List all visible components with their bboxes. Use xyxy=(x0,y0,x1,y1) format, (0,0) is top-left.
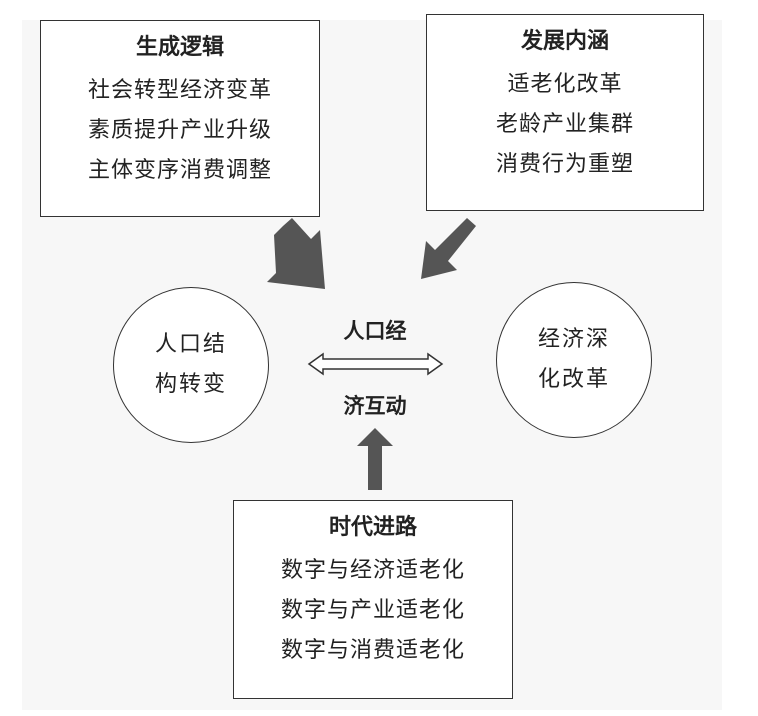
population-circle: 人口结 构转变 xyxy=(113,287,269,443)
economy-circle-text: 经济深 化改革 xyxy=(538,320,610,400)
development-line-2: 老龄产业集群 xyxy=(495,112,634,137)
origin-line-3: 主体变序消费调整 xyxy=(87,158,272,183)
era-line-2: 数字与产业适老化 xyxy=(280,598,465,623)
economy-line-1: 经济深 xyxy=(537,327,610,352)
center-label-bottom: 济互动 xyxy=(343,394,407,418)
era-line-3: 数字与消费适老化 xyxy=(280,638,465,663)
development-line-3: 消费行为重塑 xyxy=(495,152,634,177)
center-label-top: 人口经 xyxy=(343,319,407,343)
population-line-2: 构转变 xyxy=(154,372,227,397)
arrow-from-origin xyxy=(267,218,325,289)
era-title: 时代进路 xyxy=(328,515,417,540)
population-circle-text: 人口结 构转变 xyxy=(155,325,227,405)
arrow-from-era xyxy=(357,428,393,490)
population-line-1: 人口结 xyxy=(154,332,227,357)
era-line-1: 数字与经济适老化 xyxy=(280,558,465,583)
arrow-from-development xyxy=(421,218,476,279)
double-arrow xyxy=(307,352,444,376)
origin-box: 生成逻辑 社会转型经济变革 素质提升产业升级 主体变序消费调整 xyxy=(40,20,320,217)
development-title: 发展内涵 xyxy=(520,29,609,54)
origin-line-2: 素质提升产业升级 xyxy=(87,118,272,143)
development-line-1: 适老化改革 xyxy=(507,72,623,97)
development-box: 发展内涵 适老化改革 老龄产业集群 消费行为重塑 xyxy=(426,14,704,211)
economy-circle: 经济深 化改革 xyxy=(496,282,652,438)
economy-line-2: 化改革 xyxy=(537,367,610,392)
origin-line-1: 社会转型经济变革 xyxy=(87,78,272,103)
era-box: 时代进路 数字与经济适老化 数字与产业适老化 数字与消费适老化 xyxy=(233,500,513,699)
origin-title: 生成逻辑 xyxy=(135,35,224,60)
